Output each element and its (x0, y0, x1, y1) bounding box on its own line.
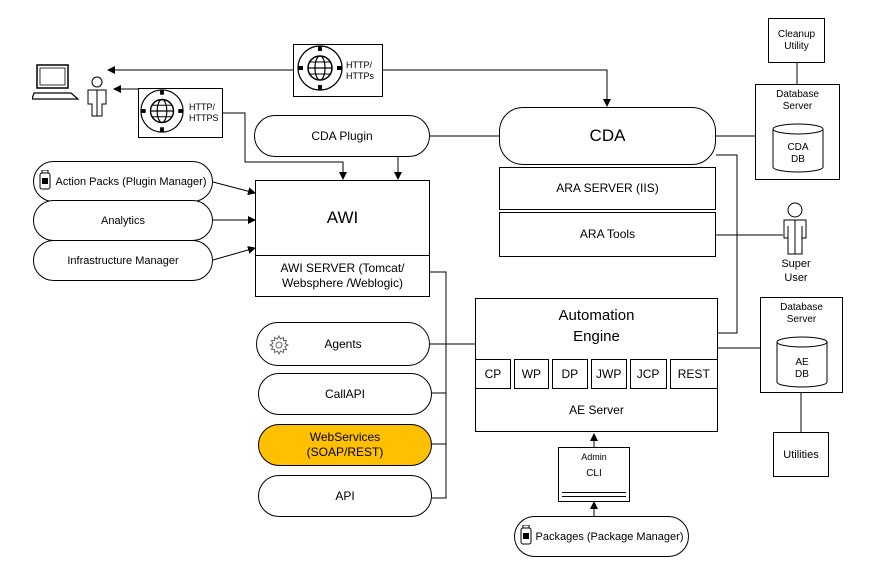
admin-cli-main: CLI (586, 468, 602, 479)
laptop-icon (31, 62, 80, 102)
utilities-label: Utilities (783, 448, 819, 461)
cleanup-line2: Utility (784, 40, 809, 52)
super-user-line2: User (784, 272, 808, 284)
http-top-line2: HTTPs (346, 70, 374, 81)
awi-server-line2: Websphere /Weblogic) (282, 276, 403, 290)
ae-db-server-title1: Database (780, 302, 823, 313)
cda-db-server-title2: Server (782, 101, 813, 112)
cleanup-utility: Cleanup Utility (768, 18, 825, 63)
ae-db-server-title2: Server (786, 314, 817, 325)
package-icon (39, 169, 51, 194)
ara-tools[interactable]: ARA Tools (499, 212, 716, 257)
awi-server-line1: AWI SERVER (Tomcat/ (280, 261, 405, 275)
process-wp-label: WP (521, 366, 542, 381)
agents-label: Agents (324, 336, 362, 351)
ara-tools-label: ARA Tools (579, 227, 636, 241)
http-globe-left: HTTP/ HTTPS (138, 88, 223, 138)
cda-db-line1: CDA (787, 142, 809, 153)
webservices[interactable]: WebServices (SOAP/REST) (258, 424, 432, 466)
ae-db-line1: AE (795, 357, 809, 368)
package-icon (520, 524, 532, 549)
ara-server-label: ARA SERVER (IIS) (556, 181, 659, 195)
api[interactable]: API (258, 475, 432, 517)
callapi[interactable]: CallAPI (258, 373, 432, 415)
infrastructure-manager[interactable]: Infrastructure Manager (33, 240, 213, 281)
webservices-line1: WebServices (309, 430, 381, 444)
cda[interactable]: CDA (499, 107, 716, 165)
awi-server[interactable]: AWI SERVER (Tomcat/ Websphere /Weblogic) (255, 255, 430, 297)
engine-title-line1: Automation (558, 307, 635, 324)
action-packs[interactable]: Action Packs (Plugin Manager) (33, 161, 213, 202)
process-jwp[interactable]: JWP (590, 359, 627, 389)
user-icon (84, 76, 110, 118)
http-left-line1: HTTP/ (189, 102, 215, 112)
http-top-line1: HTTP/ (346, 59, 372, 70)
ae-db-line2: DB (795, 369, 809, 380)
webservices-line2: (SOAP/REST) (306, 445, 384, 459)
infrastructure-manager-label: Infrastructure Manager (67, 254, 179, 267)
engine-title-line2: Engine (573, 328, 620, 345)
globe-icon (296, 44, 344, 97)
analytics-label: Analytics (100, 214, 146, 227)
process-cp[interactable]: CP (475, 359, 511, 389)
engine-process-row: CP WP DP JWP JCP REST (475, 359, 719, 389)
packages-label: Packages (Package Manager) (535, 530, 684, 543)
process-wp[interactable]: WP (513, 359, 549, 389)
action-packs-label: Action Packs (Plugin Manager) (55, 175, 207, 188)
process-dp-label: DP (561, 366, 579, 381)
packages[interactable]: Packages (Package Manager) (514, 516, 689, 557)
process-dp[interactable]: DP (551, 359, 588, 389)
http-left-line2: HTTPS (189, 113, 219, 123)
database-icon (776, 336, 828, 388)
process-cp-label: CP (484, 366, 502, 381)
cda-db-line2: DB (791, 154, 805, 165)
callapi-label: CallAPI (324, 386, 365, 401)
gear-icon (268, 334, 290, 359)
ara-server[interactable]: ARA SERVER (IIS) (499, 167, 716, 210)
ae-server[interactable]: AE Server (475, 389, 718, 432)
awi-label: AWI (326, 208, 359, 227)
globe-icon (139, 88, 185, 139)
cda-plugin-label: CDA Plugin (311, 128, 373, 143)
super-user-line1: Super (781, 258, 811, 270)
process-jcp-label: JCP (636, 366, 660, 381)
admin-cli-divider (562, 492, 626, 497)
cda-label: CDA (589, 126, 626, 145)
user-icon (781, 202, 809, 256)
http-globe-top: HTTP/ HTTPs (293, 44, 383, 97)
database-icon (772, 123, 824, 173)
api-label: API (335, 488, 355, 503)
cda-db-server-title1: Database (776, 89, 819, 100)
admin-cli-top: Admin (581, 452, 607, 462)
process-jcp[interactable]: JCP (629, 359, 667, 389)
agents[interactable]: Agents (256, 322, 430, 366)
process-jwp-label: JWP (596, 366, 622, 381)
awi[interactable]: AWI (255, 180, 430, 256)
cda-plugin[interactable]: CDA Plugin (254, 115, 430, 157)
utilities[interactable]: Utilities (773, 432, 829, 477)
ae-server-label: AE Server (569, 402, 624, 417)
cleanup-line1: Cleanup (777, 28, 816, 40)
analytics[interactable]: Analytics (33, 200, 213, 241)
process-rest[interactable]: REST (669, 359, 719, 389)
process-rest-label: REST (677, 366, 710, 381)
